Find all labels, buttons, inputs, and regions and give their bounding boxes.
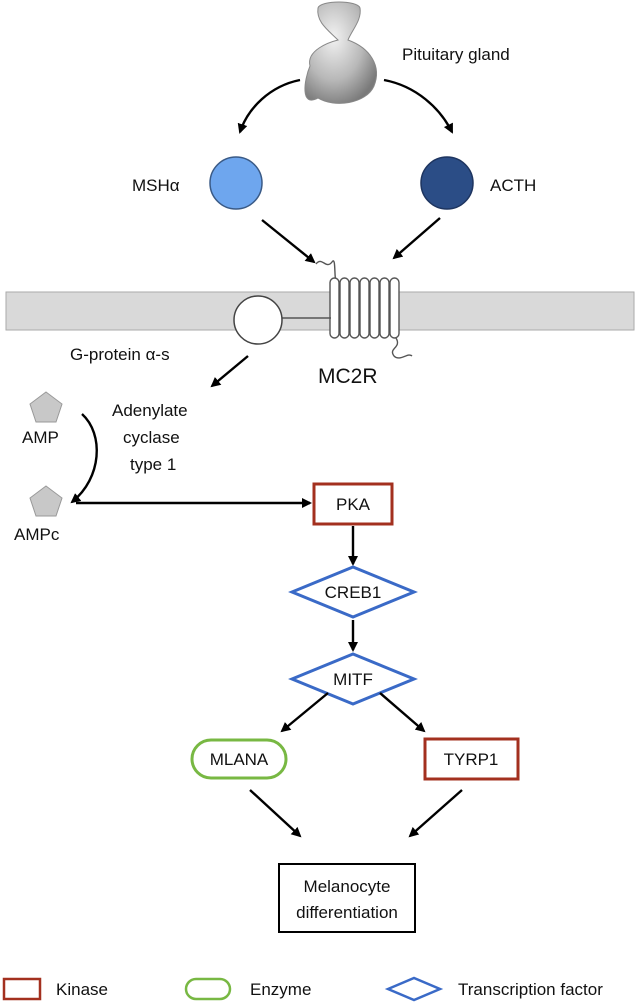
creb1-diamond [288,565,418,619]
adenylate-cyclase-label-1: Adenylate [112,401,188,420]
mlana-pill [190,738,288,780]
pituitary-gland-icon [304,1,377,104]
gprotein-label: G-protein α-s [70,345,170,364]
legend-tf-label: Transcription factor [458,980,603,999]
amp-icon [29,391,63,423]
arrow-gland-to-msh [237,78,301,134]
mc2r-label: MC2R [318,365,378,388]
gprotein-circle [233,295,283,345]
tyrp1-label: TYRP1 [444,750,499,769]
msh-alpha-circle [209,156,263,210]
legend-tf-swatch [384,976,444,1002]
mlana-label: MLANA [210,750,269,769]
mitf-diamond [288,652,418,706]
pka-label: PKA [336,495,371,514]
legend-kinase-label: Kinase [56,980,108,999]
arrow-mlana-to-outcome [249,789,302,838]
arrow-acth-to-receptor [392,217,441,260]
acth-label: ACTH [490,176,536,195]
legend-kinase-swatch [2,977,42,1001]
acth-circle [420,156,474,210]
legend: Kinase Enzyme Transcription factor [2,976,603,1002]
ampc-label: AMPc [14,525,60,544]
legend-enzyme-swatch [184,977,232,1001]
outcome-label-1: Melanocyte [304,877,391,896]
arrow-msh-to-receptor [261,219,316,264]
amp-label: AMP [22,428,59,447]
legend-enzyme-label: Enzyme [250,980,311,999]
arrow-tyrp1-to-outcome [408,789,463,838]
pituitary-gland-label: Pituitary gland [402,45,510,64]
arrow-amp-to-ampc [70,413,98,504]
arrow-gprotein-to-cyclase [210,355,249,388]
mc2r-receptor-icon [315,260,413,359]
outcome-label-2: differentiation [296,903,398,922]
pka-box [312,482,394,526]
adenylate-cyclase-label-2: cyclase [123,428,180,447]
ampc-icon [29,485,63,517]
adenylate-cyclase-label-3: type 1 [130,455,176,474]
creb1-label: CREB1 [325,583,382,602]
cell-membrane [5,291,635,331]
arrow-gland-to-acth [383,78,454,134]
tyrp1-box [423,737,520,781]
arrow-mitf-to-tyrp1 [379,692,426,733]
msh-alpha-label: MSHα [132,176,180,195]
mitf-label: MITF [333,670,373,689]
arrow-mitf-to-mlana [280,692,329,733]
outcome-box [278,863,416,933]
